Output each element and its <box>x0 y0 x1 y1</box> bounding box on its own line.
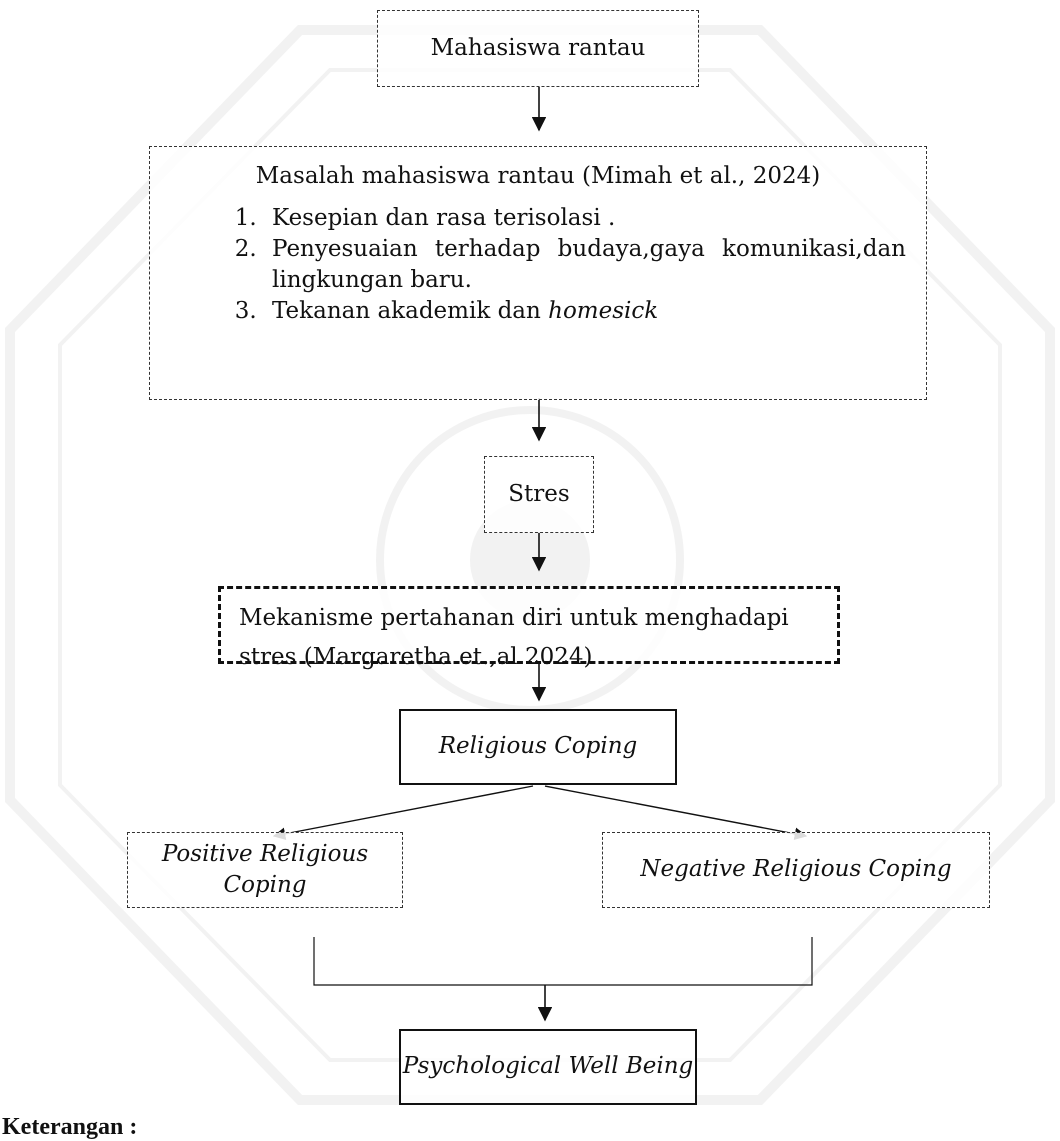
node-stress: Stres <box>484 456 594 533</box>
problems-title: Masalah mahasiswa rantau (Mimah et al., … <box>255 163 821 189</box>
node-stress-label: Stres <box>508 480 570 507</box>
problems-list: Kesepian dan rasa terisolasi . Penyesuai… <box>220 203 906 327</box>
node-students: Mahasiswa rantau <box>377 10 699 87</box>
arrow-coping-to-negative <box>544 785 808 841</box>
node-outcome: Psychological Well Being <box>399 1029 697 1105</box>
problem-item-3: Tekanan akademik dan homesick <box>264 296 906 327</box>
node-religious-coping: Religious Coping <box>399 709 677 785</box>
merge-line <box>313 937 813 986</box>
node-defense-label: Mekanisme pertahanan diri untuk menghada… <box>239 605 789 671</box>
node-defense: Mekanisme pertahanan diri untuk menghada… <box>218 586 840 670</box>
problem-item-2: Penyesuaian terhadap budaya,gaya komunik… <box>264 234 906 296</box>
node-students-label: Mahasiswa rantau <box>430 34 646 61</box>
node-problems: Masalah mahasiswa rantau (Mimah et al., … <box>149 146 927 400</box>
legend-heading: Keterangan : <box>2 1114 138 1140</box>
problem-item-1: Kesepian dan rasa terisolasi . <box>264 203 906 234</box>
arrow-coping-to-positive <box>272 785 534 841</box>
node-positive-coping: Positive Religious Coping <box>127 832 403 908</box>
node-negative-coping-label: Negative Religious Coping <box>640 856 952 883</box>
node-negative-coping: Negative Religious Coping <box>602 832 990 908</box>
node-positive-coping-label: Positive Religious Coping <box>161 840 369 898</box>
node-religious-coping-label: Religious Coping <box>438 733 638 760</box>
node-outcome-label: Psychological Well Being <box>402 1053 694 1080</box>
